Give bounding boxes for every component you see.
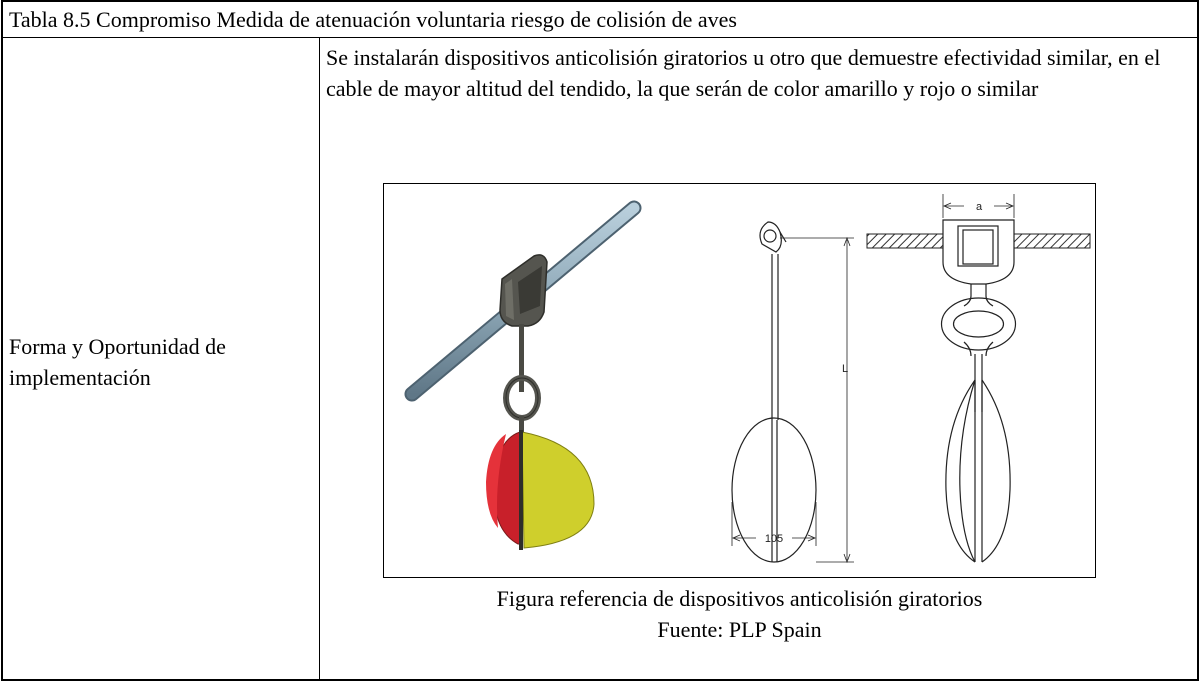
row-label: Forma y Oportunidad de implementación xyxy=(9,334,226,390)
table-title: Tabla 8.5 Compromiso Medida de atenuació… xyxy=(3,2,1197,38)
dimension-L-label: L xyxy=(842,363,848,375)
content-cell: Se instalarán dispositivos anticolisión … xyxy=(320,38,1197,679)
measure-description: Se instalarán dispositivos anticolisión … xyxy=(326,45,1161,101)
yellow-disc-shape xyxy=(521,431,595,549)
side-view-drawing xyxy=(731,221,854,564)
rendered-device xyxy=(404,200,642,550)
dimension-a-label: a xyxy=(976,201,983,213)
dimension-width-label: 105 xyxy=(765,533,783,545)
figure-caption: Figura referencia de dispositivos antico… xyxy=(496,586,983,611)
row-label-cell: Forma y Oportunidad de implementación xyxy=(3,38,320,679)
device-figure: L 105 xyxy=(383,183,1096,578)
figure-source: Fuente: PLP Spain xyxy=(657,617,822,642)
device-illustration: L 105 xyxy=(404,194,1091,564)
front-view-drawing xyxy=(866,194,1091,563)
